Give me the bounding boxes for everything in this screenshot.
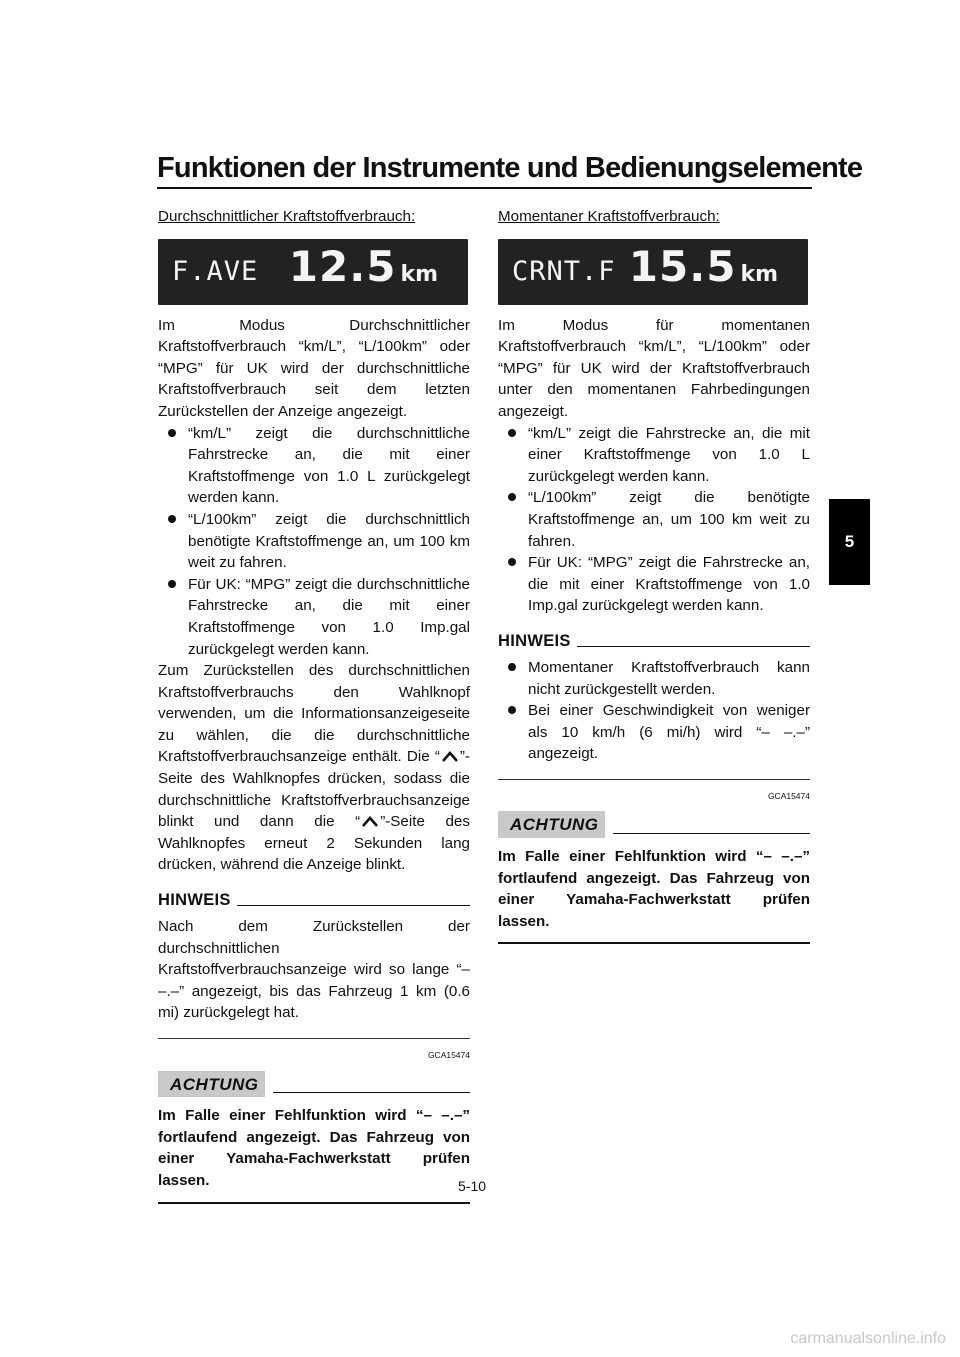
warning-header: ACHTUNG [158,1070,470,1098]
reference-code: GCA15474 [767,790,810,801]
divider [158,1038,470,1039]
intro-paragraph: Im Modus Durchschnittlicher Kraftstoffve… [158,316,470,420]
note-header: HINWEIS [158,890,470,910]
warning-text: Im Falle einer Fehlfunktion wird “– –.–”… [158,1107,470,1189]
warning-header: ACHTUNG [498,811,810,839]
note-label: HINWEIS [158,891,231,910]
left-column: Durchschnittlicher Kraftstoffverbrauch: … [158,206,470,1204]
warning-label: ACHTUNG [158,1070,265,1098]
lcd-mode-label: CRNT.F [512,255,616,287]
page-title: Funktionen der Instrumente und Bedienung… [157,150,863,189]
divider [612,833,810,835]
lcd-value: 12.5 [288,241,397,291]
reset-text-1: Zum Zurückstellen des durchschnittlichen… [158,662,470,766]
note-label: HINWEIS [498,631,571,650]
note-header: HINWEIS [498,631,810,651]
reset-text-3: ”-Seite des Wahlknopfes erneut 2 Sekunde… [158,813,470,874]
list-item: Für UK: “MPG” zeigt die durchschnittlich… [158,574,470,660]
bullet-list: “km/L” zeigt die durchschnittliche Fahrs… [158,423,470,661]
list-item: “km/L” zeigt die durchschnittliche Fahrs… [158,423,470,509]
watermark: carmanualsonline.info [790,1330,946,1347]
reset-text-2: ”-Seite des Wahlknopfes drücken, sodass … [158,748,470,831]
divider [576,645,810,647]
list-item: “L/100km” zeigt die durchschnittlich ben… [158,509,470,574]
list-item: Momentaner Kraftstoffverbrauch kann nich… [498,657,810,700]
note-text: Nach dem Zurückstellen der durchschnittl… [158,918,470,1022]
chevron-up-icon [362,816,379,828]
warning-text: Im Falle einer Fehlfunktion wird “– –.–”… [498,848,810,930]
list-item: “L/100km” zeigt die benötigte Kraftstoff… [498,487,810,552]
chapter-tab: 5 [829,499,870,585]
list-item: Bei einer Geschwindigkeit von weniger al… [498,700,810,765]
section-heading-current: Momentaner Kraftstoffverbrauch: [498,208,720,225]
lcd-value: 15.5 [628,241,737,291]
divider [158,1201,470,1204]
note-bullet-list: Momentaner Kraftstoffverbrauch kann nich… [498,657,810,765]
divider [236,905,470,907]
right-column: Momentaner Kraftstoffverbrauch: CRNT.F 1… [498,206,810,945]
divider [498,778,810,780]
bullet-list: “km/L” zeigt die Fahrstrecke an, die mit… [498,423,810,617]
lcd-mode-label: F.AVE [172,255,259,287]
list-item: Für UK: “MPG” zeigt die Fahrstrecke an, … [498,552,810,617]
divider [272,1092,470,1094]
section-heading-average: Durchschnittlicher Kraftstoffverbrauch: [158,208,416,225]
reset-paragraph: Zum Zurückstellen des durchschnittlichen… [158,660,470,876]
intro-paragraph: Im Modus für momentanen Kraftstoffverbra… [498,316,810,420]
lcd-unit: km [400,261,438,287]
page-number: 5-10 [458,1178,487,1194]
warning-label: ACHTUNG [498,811,605,839]
reference-code: GCA15474 [427,1050,470,1060]
chevron-up-icon [441,751,458,763]
lcd-unit: km [740,261,778,287]
list-item: “km/L” zeigt die Fahrstrecke an, die mit… [498,423,810,488]
divider [498,942,810,945]
